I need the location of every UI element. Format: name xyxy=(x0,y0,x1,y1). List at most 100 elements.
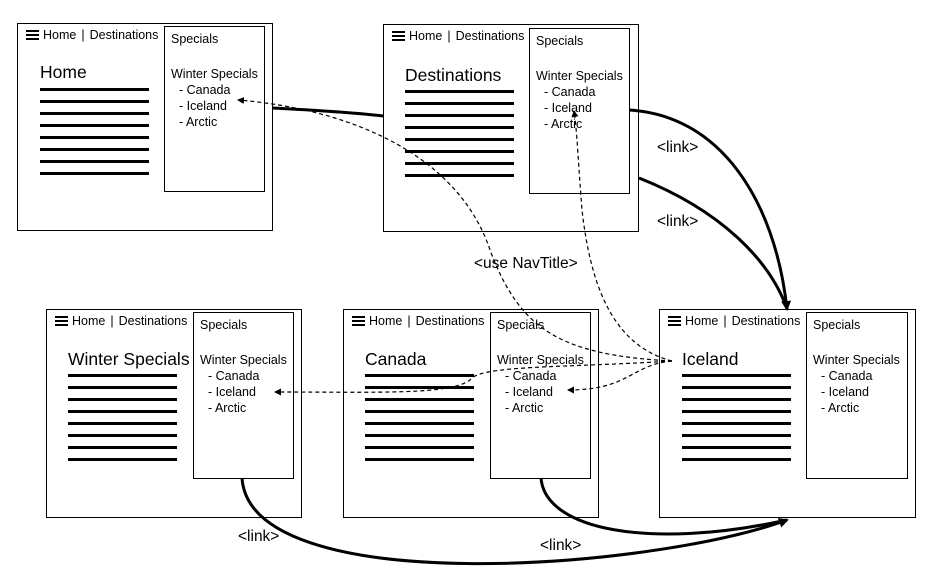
nav-separator: | xyxy=(407,314,411,328)
text-line xyxy=(40,100,149,103)
text-line xyxy=(68,458,177,461)
specials-sidebar: Specials Winter Specials - Canada - Icel… xyxy=(164,26,265,192)
text-line xyxy=(40,172,149,175)
text-line xyxy=(405,174,514,177)
content-placeholder-lines xyxy=(682,374,791,470)
specials-link-arctic[interactable]: - Arctic xyxy=(821,401,860,415)
specials-link-arctic[interactable]: - Arctic xyxy=(208,401,247,415)
sidebar-header: Specials xyxy=(536,34,584,48)
specials-sidebar: Specials Winter Specials - Canada - Icel… xyxy=(490,312,591,479)
text-line xyxy=(40,112,149,115)
specials-link-arctic[interactable]: - Arctic xyxy=(179,115,218,129)
nav-separator: | xyxy=(723,314,727,328)
text-line xyxy=(405,162,514,165)
text-line xyxy=(68,446,177,449)
text-line xyxy=(682,374,791,377)
specials-link-canada[interactable]: - Canada xyxy=(179,83,231,97)
specials-link-canada[interactable]: - Canada xyxy=(821,369,873,383)
nav-separator: | xyxy=(81,28,85,42)
text-line xyxy=(405,114,514,117)
text-line xyxy=(365,410,474,413)
nav-destinations-link[interactable]: Destinations xyxy=(415,314,485,328)
nav-bar: Home | Destinations | xyxy=(55,314,201,328)
nav-separator: | xyxy=(110,314,114,328)
hamburger-menu-icon[interactable] xyxy=(392,31,405,41)
text-line xyxy=(682,410,791,413)
nav-bar: Home | Destinations | xyxy=(668,314,814,328)
link-label: <link> xyxy=(657,213,699,230)
text-line xyxy=(68,386,177,389)
sidebar-header: Specials xyxy=(813,318,861,332)
specials-list: - Canada - Iceland - Arctic xyxy=(505,368,556,416)
specials-link-iceland[interactable]: - Iceland xyxy=(208,385,256,399)
link-connector-destinations-iceland-2 xyxy=(638,176,789,310)
sidebar-header: Specials xyxy=(200,318,248,332)
link-label: <link> xyxy=(657,139,699,156)
hamburger-menu-icon[interactable] xyxy=(352,316,365,326)
specials-link-iceland[interactable]: - Iceland xyxy=(505,385,553,399)
text-line xyxy=(405,150,514,153)
specials-link-canada[interactable]: - Canada xyxy=(544,85,596,99)
page-canada: Home | Destinations | Canada Specials Wi… xyxy=(343,309,599,518)
page-iceland: Home | Destinations | Iceland Specials W… xyxy=(659,309,916,518)
specials-link-iceland[interactable]: - Iceland xyxy=(179,99,227,113)
sidebar-subtitle: Winter Specials xyxy=(813,353,900,367)
text-line xyxy=(365,398,474,401)
nav-destinations-link[interactable]: Destinations xyxy=(89,28,159,42)
hamburger-menu-icon[interactable] xyxy=(26,30,39,40)
nav-home-link[interactable]: Home xyxy=(685,314,719,328)
page-winter-specials: Home | Destinations | Winter Specials Sp… xyxy=(46,309,302,518)
specials-link-canada[interactable]: - Canada xyxy=(208,369,260,383)
sidebar-header: Specials xyxy=(497,318,545,332)
text-line xyxy=(365,458,474,461)
specials-list: - Canada - Iceland - Arctic xyxy=(179,82,230,130)
text-line xyxy=(68,398,177,401)
specials-list: - Canada - Iceland - Arctic xyxy=(821,368,872,416)
specials-list: - Canada - Iceland - Arctic xyxy=(544,84,595,132)
nav-separator: | xyxy=(447,29,451,43)
sidebar-subtitle: Winter Specials xyxy=(536,69,623,83)
specials-link-arctic[interactable]: - Arctic xyxy=(505,401,544,415)
hamburger-menu-icon[interactable] xyxy=(668,316,681,326)
text-line xyxy=(365,446,474,449)
link-connector-home-destinations xyxy=(272,106,384,118)
page-title: Home xyxy=(40,62,87,82)
specials-link-arctic[interactable]: - Arctic xyxy=(544,117,583,131)
link-connector-destinations-iceland-1 xyxy=(628,108,792,311)
text-line xyxy=(40,160,149,163)
text-line xyxy=(682,446,791,449)
specials-link-canada[interactable]: - Canada xyxy=(505,369,557,383)
text-line xyxy=(40,88,149,91)
text-line xyxy=(405,138,514,141)
specials-link-iceland[interactable]: - Iceland xyxy=(544,101,592,115)
link-label: <link> xyxy=(238,528,280,545)
text-line xyxy=(68,410,177,413)
text-line xyxy=(68,374,177,377)
sidebar-subtitle: Winter Specials xyxy=(497,353,584,367)
nav-destinations-link[interactable]: Destinations xyxy=(118,314,188,328)
specials-list: - Canada - Iceland - Arctic xyxy=(208,368,259,416)
nav-home-link[interactable]: Home xyxy=(43,28,77,42)
text-line xyxy=(365,422,474,425)
nav-home-link[interactable]: Home xyxy=(72,314,106,328)
nav-destinations-link[interactable]: Destinations xyxy=(455,29,525,43)
specials-sidebar: Specials Winter Specials - Canada - Icel… xyxy=(806,312,908,479)
link-label: <link> xyxy=(540,537,582,554)
page-title: Destinations xyxy=(405,65,502,85)
content-placeholder-lines xyxy=(68,374,177,470)
specials-link-iceland[interactable]: - Iceland xyxy=(821,385,869,399)
content-placeholder-lines xyxy=(405,90,514,186)
text-line xyxy=(40,148,149,151)
text-line xyxy=(365,374,474,377)
page-title: Iceland xyxy=(682,349,739,369)
nav-home-link[interactable]: Home xyxy=(369,314,403,328)
content-placeholder-lines xyxy=(40,88,149,184)
text-line xyxy=(405,126,514,129)
text-line xyxy=(682,458,791,461)
nav-home-link[interactable]: Home xyxy=(409,29,443,43)
hamburger-menu-icon[interactable] xyxy=(55,316,68,326)
text-line xyxy=(405,102,514,105)
nav-bar: Home | Destinations | xyxy=(352,314,498,328)
text-line xyxy=(405,90,514,93)
nav-destinations-link[interactable]: Destinations xyxy=(731,314,801,328)
